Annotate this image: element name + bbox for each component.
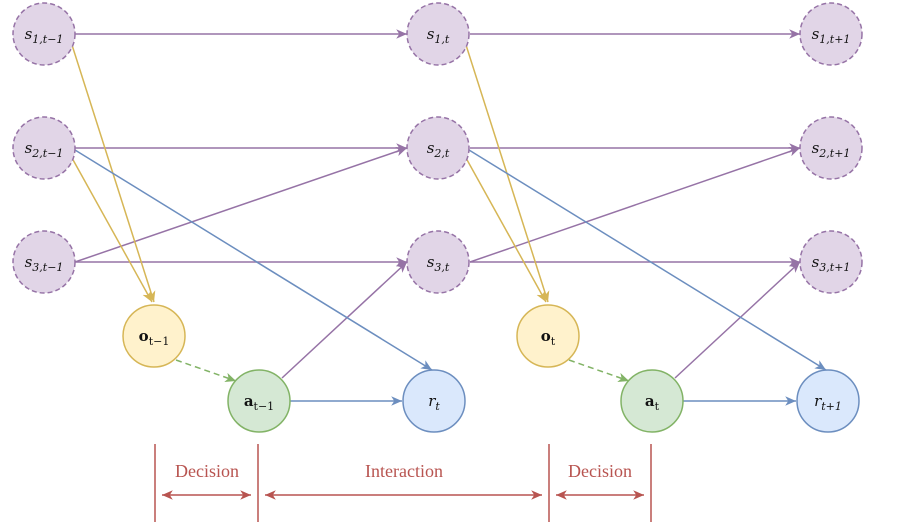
svg-text:s3,t−1: s3,t−1 (25, 253, 64, 274)
node-s2-tm1: s2,t−1 (12, 116, 76, 180)
node-r-t: rt (402, 369, 466, 433)
edge-s2tm1-otm1 (71, 157, 153, 303)
svg-text:s2,t−1: s2,t−1 (25, 139, 64, 160)
node-r-tp1: rt+1 (796, 369, 860, 433)
svg-text:s3,t+1: s3,t+1 (812, 253, 851, 274)
reward-nodes: rt rt+1 (402, 369, 860, 433)
svg-text:at−1: at−1 (244, 392, 274, 413)
svg-text:at: at (645, 392, 660, 413)
span-label-decision-1: Decision (175, 461, 239, 481)
svg-text:rt+1: rt+1 (814, 392, 842, 413)
edge-at-s3tp1 (674, 261, 801, 379)
reward-edges (74, 149, 827, 406)
observation-nodes: ot−1 ot (122, 304, 580, 368)
svg-text:rt: rt (428, 392, 440, 413)
node-s3-tp1: s3,t+1 (799, 230, 863, 294)
edge-s2t-ot (465, 157, 547, 303)
edge-s2t-rtp1 (468, 149, 827, 371)
node-s2-tp1: s2,t+1 (799, 116, 863, 180)
svg-text:ot: ot (541, 327, 556, 348)
observation-edges (71, 44, 550, 303)
edge-s3tm1-s2t (74, 146, 408, 263)
svg-text:s1,t+1: s1,t+1 (812, 25, 851, 46)
phase-spans (154, 444, 652, 522)
edge-s2tm1-rt (74, 149, 433, 371)
state-nodes: s1,t−1 s2,t−1 s3,t−1 s1,t s2,t s3,t s1,t… (12, 2, 863, 294)
policy-edges (175, 359, 630, 382)
span-label-interaction: Interaction (365, 461, 443, 481)
state-transition-edges (74, 29, 801, 379)
edge-otm1-atm1 (175, 359, 237, 382)
node-s3-tm1: s3,t−1 (12, 230, 76, 294)
svg-text:s2,t+1: s2,t+1 (812, 139, 851, 160)
node-o-t: ot (516, 304, 580, 368)
edge-ot-at (568, 359, 630, 382)
node-o-tm1: ot−1 (122, 304, 186, 368)
node-s1-t: s1,t (406, 2, 470, 66)
svg-text:s2,t: s2,t (427, 139, 450, 160)
node-s2-t: s2,t (406, 116, 470, 180)
node-s1-tp1: s1,t+1 (799, 2, 863, 66)
svg-text:ot−1: ot−1 (139, 327, 170, 348)
node-a-tm1: at−1 (227, 369, 291, 433)
node-s3-t: s3,t (406, 230, 470, 294)
node-a-t: at (620, 369, 684, 433)
edge-s3t-s2tp1 (469, 146, 801, 263)
span-label-decision-2: Decision (568, 461, 632, 481)
svg-text:s3,t: s3,t (427, 253, 450, 274)
node-s1-tm1: s1,t−1 (12, 2, 76, 66)
svg-text:s1,t−1: s1,t−1 (25, 25, 64, 46)
svg-text:s1,t: s1,t (427, 25, 450, 46)
edge-atm1-s3t (281, 261, 408, 379)
action-nodes: at−1 at (227, 369, 684, 433)
